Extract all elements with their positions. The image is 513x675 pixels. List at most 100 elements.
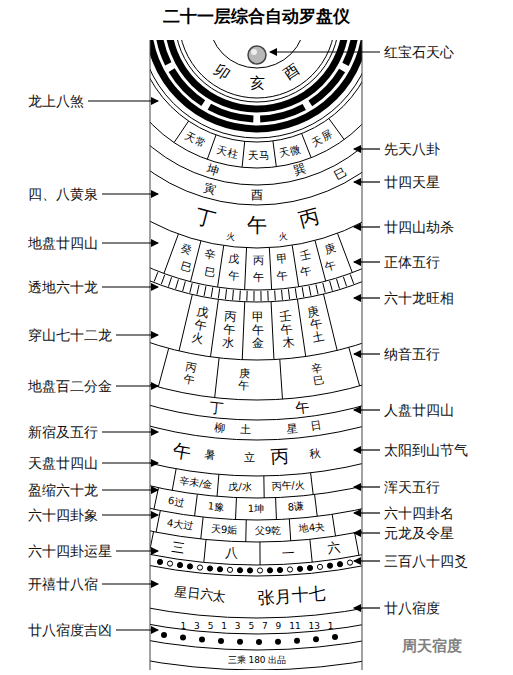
ring-text: 丙 bbox=[252, 254, 263, 265]
ring-line bbox=[150, 40, 362, 634]
cell-divider bbox=[271, 302, 274, 360]
leader-arrow bbox=[354, 409, 380, 410]
callout-label: 六十四卦名 bbox=[384, 505, 454, 522]
ring-line bbox=[150, 40, 362, 498]
leader-arrow bbox=[354, 532, 380, 533]
ring-text: 丙午/火 bbox=[271, 480, 305, 492]
yao-dot bbox=[277, 567, 282, 572]
ring-line bbox=[150, 40, 362, 290]
cell-divider bbox=[245, 520, 246, 542]
ring-text: 丙午水 bbox=[221, 309, 237, 349]
callout-label: 先天八卦 bbox=[384, 141, 440, 158]
leader-arrow bbox=[354, 607, 380, 608]
callout-label: 纳音五行 bbox=[384, 346, 440, 363]
ring-text: 午 bbox=[300, 266, 313, 279]
leader-arrow bbox=[116, 629, 158, 630]
yao-dot bbox=[227, 567, 232, 572]
yao-dot bbox=[197, 565, 202, 570]
leader-arrow bbox=[270, 51, 380, 52]
yao-dot bbox=[177, 562, 182, 567]
leader-arrow bbox=[354, 560, 380, 561]
ring-text: 午 bbox=[172, 441, 193, 462]
cell-divider bbox=[302, 134, 312, 158]
cell-divider bbox=[207, 135, 216, 159]
tick-mark bbox=[295, 288, 296, 298]
ring-text: 柳 bbox=[214, 422, 226, 434]
tick-mark bbox=[337, 279, 340, 289]
cell-divider bbox=[280, 359, 283, 399]
ruby-centre bbox=[248, 46, 266, 64]
callout-label: 廿八宿度吉凶 bbox=[28, 622, 112, 639]
callout-label: 地盘百二分金 bbox=[28, 378, 112, 395]
callout-label: 新宿及五行 bbox=[28, 424, 98, 441]
cell-divider bbox=[242, 302, 245, 360]
ring-text: 壬 bbox=[299, 248, 312, 261]
tick-mark bbox=[260, 291, 261, 301]
yao-dot bbox=[237, 568, 242, 573]
tick-mark bbox=[246, 291, 247, 301]
cell-divider bbox=[158, 348, 168, 387]
ring-text: 癸 bbox=[179, 242, 193, 256]
ring-line bbox=[150, 40, 362, 520]
tick-mark bbox=[232, 290, 234, 300]
callout-label: 人盘廿四山 bbox=[384, 402, 454, 419]
callout-label: 穿山七十二龙 bbox=[28, 327, 112, 344]
ring-text: 庚 bbox=[323, 242, 337, 256]
ring-text: 三乘 180 出品 bbox=[228, 656, 287, 665]
cell-divider bbox=[156, 511, 160, 533]
cell-divider bbox=[349, 347, 360, 386]
ring-text: 三 bbox=[171, 540, 186, 555]
ring-text: 星日六太 bbox=[173, 585, 226, 603]
omen-dot bbox=[313, 636, 319, 642]
ring-text: 丙午 bbox=[182, 361, 197, 387]
leader-arrow bbox=[88, 100, 158, 101]
omen-dot bbox=[199, 637, 205, 643]
omen-dot bbox=[237, 639, 243, 645]
tick-mark bbox=[183, 281, 186, 291]
ring-text: 天9姤 bbox=[211, 524, 238, 536]
ring-text: 星 bbox=[286, 423, 298, 435]
ring-text: 巳 bbox=[204, 266, 217, 279]
ring-text: 午 bbox=[276, 270, 288, 282]
cell-divider bbox=[235, 498, 237, 520]
ring-line bbox=[150, 40, 362, 142]
cell-divider bbox=[311, 473, 314, 495]
leader-arrow bbox=[102, 462, 158, 463]
ring-line bbox=[150, 40, 362, 565]
ring-text: 丁 bbox=[208, 400, 223, 415]
leader-arrow bbox=[354, 181, 380, 182]
leader-arrow bbox=[102, 489, 158, 490]
cell-divider bbox=[310, 539, 312, 562]
cell-divider bbox=[179, 294, 192, 350]
leader-arrow bbox=[354, 226, 380, 227]
callout-label: 天盘廿四山 bbox=[28, 455, 98, 472]
cell-divider bbox=[315, 495, 318, 517]
tick-mark bbox=[253, 291, 254, 301]
ring-text: 日 bbox=[310, 419, 322, 431]
cell-divider bbox=[355, 533, 359, 556]
tick-mark bbox=[154, 272, 158, 281]
yao-dot bbox=[167, 561, 172, 566]
leader-arrow bbox=[116, 550, 158, 551]
ring-line bbox=[150, 40, 362, 302]
ring-text: 土 bbox=[240, 424, 251, 435]
leader-arrow bbox=[354, 486, 380, 487]
strip-edge bbox=[150, 40, 151, 670]
callout-label: 开禧廿八宿 bbox=[28, 576, 98, 593]
ring-text: 巳 bbox=[332, 166, 348, 182]
ring-text: 丁 bbox=[193, 206, 217, 230]
tick-mark bbox=[168, 277, 171, 286]
yao-dot bbox=[317, 564, 322, 569]
leader-arrow bbox=[354, 512, 380, 513]
ring-line bbox=[150, 40, 362, 476]
cell-divider bbox=[172, 469, 176, 491]
ring-line bbox=[150, 40, 362, 205]
yao-dot bbox=[217, 567, 222, 572]
cell-divider bbox=[164, 234, 178, 273]
cell-divider bbox=[337, 233, 352, 272]
ring-text: 甲午金 bbox=[252, 311, 264, 351]
ring-text: 戊 bbox=[228, 253, 240, 265]
ring-line bbox=[150, 40, 362, 618]
cell-divider bbox=[217, 474, 219, 496]
